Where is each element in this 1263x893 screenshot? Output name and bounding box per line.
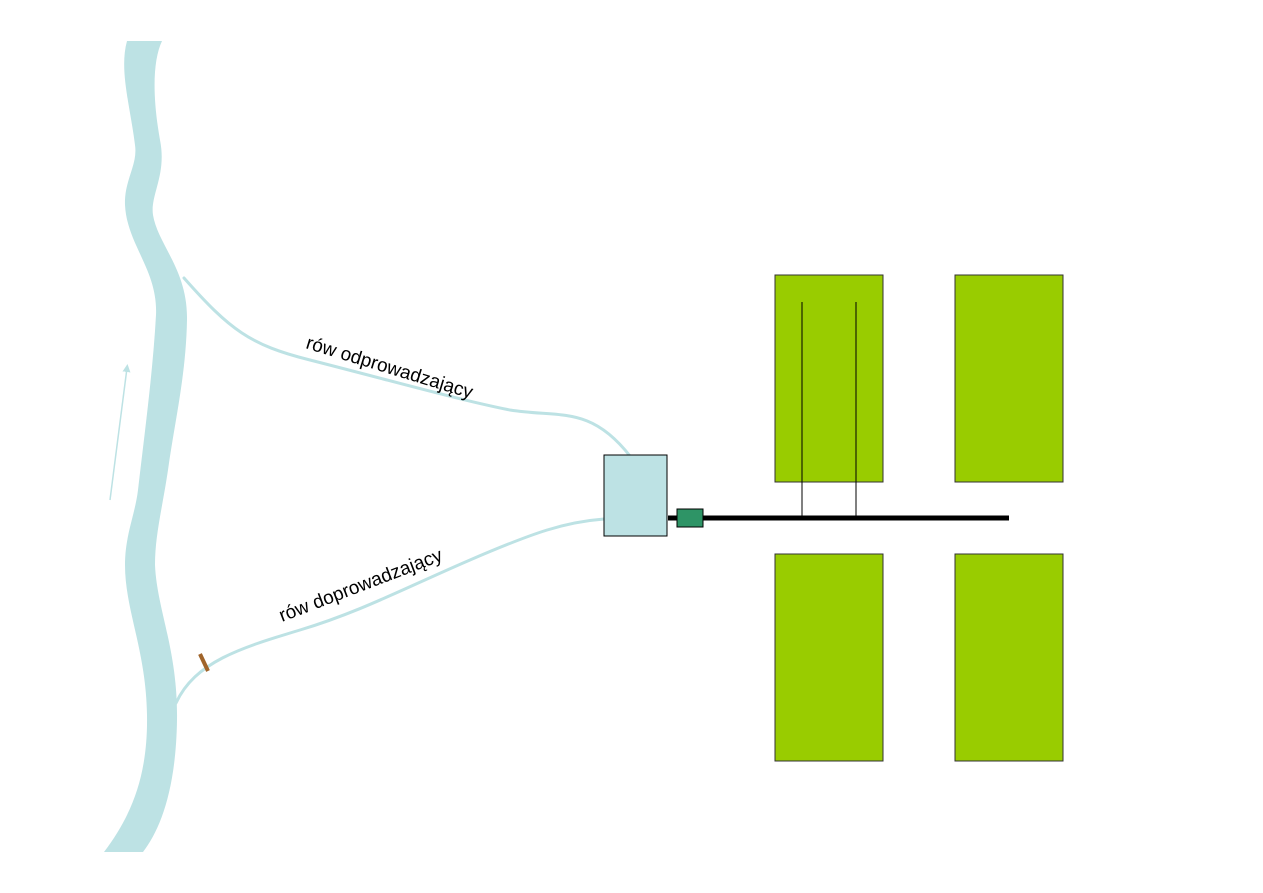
field-bottom-left — [774, 553, 884, 762]
outflow-ditch-label: rów odprowadzający — [304, 333, 476, 404]
field-bottom-right — [954, 553, 1064, 762]
inflow-ditch-label: rów doprowadzający — [276, 545, 446, 627]
inflow-valve — [198, 653, 210, 672]
field-top-left — [774, 274, 884, 483]
reservoir-tank — [603, 454, 668, 537]
flow-direction-arrow — [109, 364, 131, 501]
outflow-ditch — [182, 276, 632, 458]
river — [104, 41, 188, 852]
pump — [676, 508, 704, 528]
field-top-right — [954, 274, 1064, 483]
inflow-ditch — [174, 517, 606, 705]
